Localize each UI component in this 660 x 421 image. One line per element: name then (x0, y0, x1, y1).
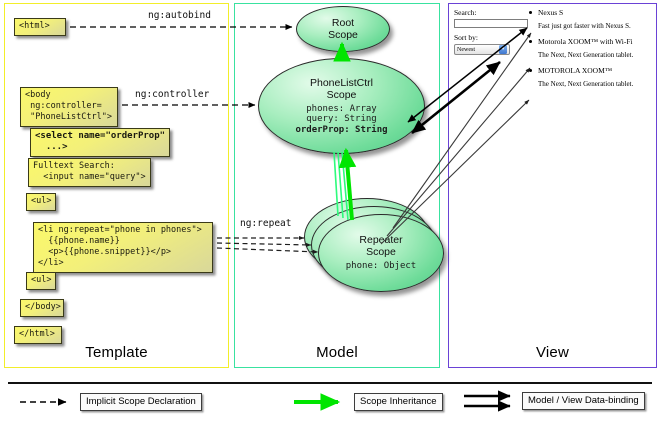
scope-phonelistctrl-properties: phones: Array query: String orderProp: S… (295, 104, 387, 136)
edge-label-ng-repeat: ng:repeat (240, 218, 292, 229)
sort-by-select[interactable]: Newest ▾ (454, 44, 510, 55)
code-box-ul-close: <ul> (26, 272, 56, 290)
code-box-select: <select name="orderProp" ...> (30, 128, 170, 157)
code-box-ul-open: <ul> (26, 193, 56, 211)
scope-property-phones: phones: Array (306, 103, 377, 114)
view-browser-content: Search: Sort by: Newest ▾ Nexus S Fast j… (452, 8, 654, 138)
scope-phonelistctrl: PhoneListCtrl Scope phones: Array query:… (258, 58, 425, 154)
list-item: Nexus S Fast just got faster with Nexus … (528, 8, 654, 31)
double-arrow-icon (464, 390, 511, 412)
phone-name-text: Motorola XOOM™ with Wi-Fi (538, 37, 633, 46)
scope-property-query: query: String (306, 114, 377, 125)
scope-root-title-line2: Scope (328, 29, 358, 41)
legend-item-scope-inheritance: Scope Inheritance (292, 392, 443, 412)
phone-name: Motorola XOOM™ with Wi-Fi (528, 37, 654, 47)
scope-repeater-properties: phone: Object (346, 261, 416, 272)
scope-root-title-line1: Root (331, 17, 355, 29)
legend-label-implicit-scope-declaration: Implicit Scope Declaration (80, 393, 202, 411)
code-box-li-repeat: <li ng:repeat="phone in phones"> {{phone… (33, 222, 213, 273)
phone-name-text: MOTOROLA XOOM™ (538, 66, 613, 75)
scope-repeater: Repeater Scope phone: Object (318, 214, 444, 292)
green-arrow-icon (294, 393, 341, 411)
bullet-icon (529, 40, 532, 43)
legend-item-model-view-data-binding: Model / View Data-binding (460, 388, 645, 414)
dashed-arrow-icon (20, 398, 67, 406)
panel-model-title: Model (316, 344, 358, 361)
code-box-body-close: </body> (20, 299, 64, 317)
list-item: Motorola XOOM™ with Wi-Fi The Next, Next… (528, 37, 654, 60)
scope-phonelistctrl-title-line2: Scope (326, 88, 357, 101)
legend: Implicit Scope Declaration Scope Inherit… (0, 388, 660, 418)
bullet-icon (529, 11, 532, 14)
phone-snippet: The Next, Next Generation tablet. (538, 80, 634, 88)
search-label: Search: (454, 8, 477, 17)
phone-snippet: Fast just got faster with Nexus S. (538, 22, 631, 30)
sort-by-label: Sort by: (454, 33, 478, 42)
code-box-html-open: <html> (14, 18, 66, 36)
sort-by-selected-value: Newest (457, 46, 475, 53)
bullet-icon (529, 69, 532, 72)
list-item: MOTOROLA XOOM™ The Next, Next Generation… (528, 66, 654, 89)
phone-list: Nexus S Fast just got faster with Nexus … (528, 8, 654, 95)
code-box-body: <body ng:controller= "PhoneListCtrl"> (20, 87, 118, 127)
phone-name-text: Nexus S (538, 8, 564, 17)
phone-name: MOTOROLA XOOM™ (528, 66, 654, 76)
scope-phonelistctrl-title-line1: PhoneListCtrl (309, 76, 374, 89)
code-box-fulltext-search: Fulltext Search: <input name="query"> (28, 158, 151, 187)
scope-property-orderprop: orderProp: String (295, 124, 388, 135)
phone-snippet: The Next, Next Generation tablet. (538, 51, 634, 59)
scope-root: Root Scope (296, 6, 390, 52)
phone-name: Nexus S (528, 8, 654, 18)
legend-label-scope-inheritance: Scope Inheritance (354, 393, 443, 411)
legend-divider (8, 382, 652, 384)
scope-property-phone: phone: Object (345, 261, 417, 272)
search-input[interactable] (454, 19, 528, 28)
legend-label-model-view-data-binding: Model / View Data-binding (522, 392, 645, 410)
panel-template-title: Template (85, 344, 148, 361)
chevron-updown-icon: ▾ (499, 45, 507, 54)
edge-label-ng-autobind: ng:autobind (148, 10, 211, 21)
scope-repeater-title-line1: Repeater (359, 234, 403, 247)
panel-view-title: View (535, 344, 570, 361)
code-box-html-close: </html> (14, 326, 62, 344)
edge-label-ng-controller: ng:controller (135, 89, 210, 100)
legend-item-implicit-scope-declaration: Implicit Scope Declaration (18, 392, 202, 412)
scope-repeater-title-line2: Scope (366, 246, 396, 259)
